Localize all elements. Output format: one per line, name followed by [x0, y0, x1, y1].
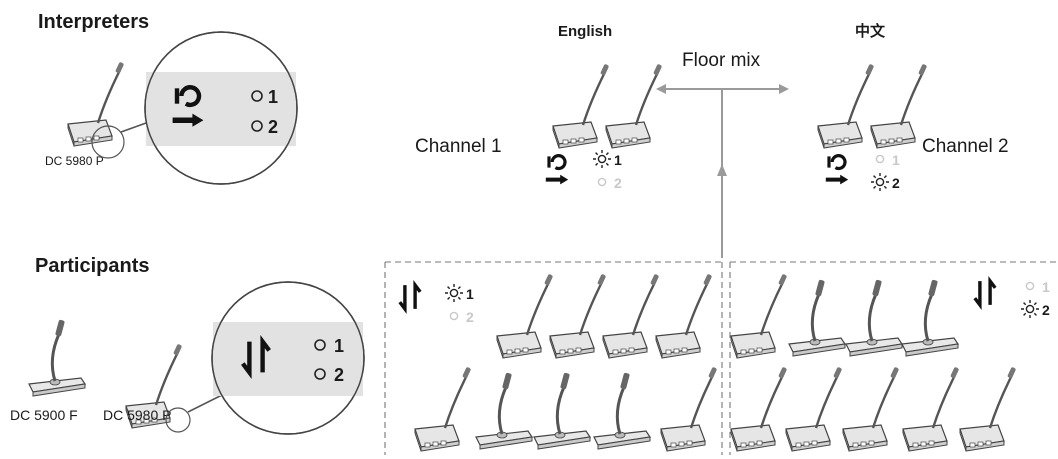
- participant-group-left-border: [384, 261, 723, 455]
- participant-floor-model: DC 5900 F: [10, 407, 78, 423]
- channel-2-num-2: 2: [892, 175, 900, 191]
- participant-unit: [958, 365, 1018, 453]
- english-booth-unit-2: [604, 62, 664, 150]
- language-english: English: [558, 23, 612, 40]
- participant-group-right-border: [729, 261, 1058, 455]
- channel-1-active-sun-icon: [592, 149, 612, 169]
- interpreter-desk-unit: [66, 60, 126, 148]
- channel-2-num-1: 1: [892, 152, 900, 168]
- english-booth-unit-1: [551, 62, 611, 150]
- participant-channel-1: 1: [334, 336, 344, 356]
- participant-unit: [654, 272, 714, 360]
- participant-led-2: [314, 368, 326, 380]
- group-left-active-sun-icon: [444, 283, 464, 303]
- interpreter-zoom-source: [91, 125, 125, 159]
- participant-unit: [659, 365, 719, 453]
- channel-1-label: Channel 1: [415, 136, 502, 157]
- group-left-num-2: 2: [466, 309, 474, 325]
- group-right-num-2: 2: [1042, 302, 1050, 318]
- group-left-num-1: 1: [466, 286, 474, 302]
- group-right-led-1: [1025, 281, 1035, 291]
- participant-unit: [841, 365, 901, 453]
- floor-mix-arrows: [656, 84, 789, 258]
- channel-1-num-1: 1: [614, 152, 622, 168]
- chinese-booth-unit-2: [869, 62, 929, 150]
- participant-unit: [787, 277, 847, 358]
- participant-floor-unit: [27, 317, 87, 398]
- participant-unit: [901, 365, 961, 453]
- participant-unit: [729, 365, 789, 453]
- participant-unit: [548, 272, 608, 360]
- participant-zoom-circle: [211, 281, 365, 435]
- interpreter-channel-2: 2: [268, 117, 278, 137]
- participant-unit: [592, 370, 652, 451]
- group-left-led-2: [449, 311, 459, 321]
- participant-led-1: [314, 339, 326, 351]
- channel-1-led-2: [597, 177, 607, 187]
- participant-unit: [413, 365, 473, 453]
- participant-channel-2: 2: [334, 365, 344, 385]
- chinese-booth-unit-1: [816, 62, 876, 150]
- chinese-interpreter-icon: [826, 156, 848, 185]
- interpreter-led-2: [251, 120, 263, 132]
- participant-unit: [844, 277, 904, 358]
- participant-zoom-source: [165, 407, 191, 433]
- interpreter-zoom-circle: [144, 31, 298, 185]
- participant-unit: [474, 370, 534, 451]
- participant-unit: [601, 272, 661, 360]
- group-right-switch-icon: [973, 279, 997, 307]
- participants-title: Participants: [35, 255, 149, 277]
- participant-unit: [532, 370, 592, 451]
- participant-unit: [784, 365, 844, 453]
- language-chinese: 中文: [855, 22, 886, 40]
- group-right-num-1: 1: [1042, 279, 1050, 295]
- interpreter-led-1: [251, 90, 263, 102]
- participant-unit: [729, 272, 789, 360]
- channel-2-led-1: [875, 154, 885, 164]
- participant-unit: [900, 277, 960, 358]
- participant-desk-model: DC 5980 P: [103, 407, 171, 423]
- participant-unit: [495, 272, 555, 360]
- english-interpreter-icon: [546, 156, 568, 185]
- channel-2-active-sun-icon: [870, 172, 890, 192]
- group-left-switch-icon: [398, 283, 422, 311]
- channel-1-num-2: 2: [614, 175, 622, 191]
- group-right-active-sun-icon: [1020, 299, 1040, 319]
- floor-mix-label: Floor mix: [682, 50, 761, 71]
- channel-2-label: Channel 2: [922, 136, 1009, 157]
- interpreter-channel-1: 1: [268, 87, 278, 107]
- interpreter-device-model: DC 5980 P: [45, 154, 104, 168]
- interpreters-title: Interpreters: [38, 11, 149, 33]
